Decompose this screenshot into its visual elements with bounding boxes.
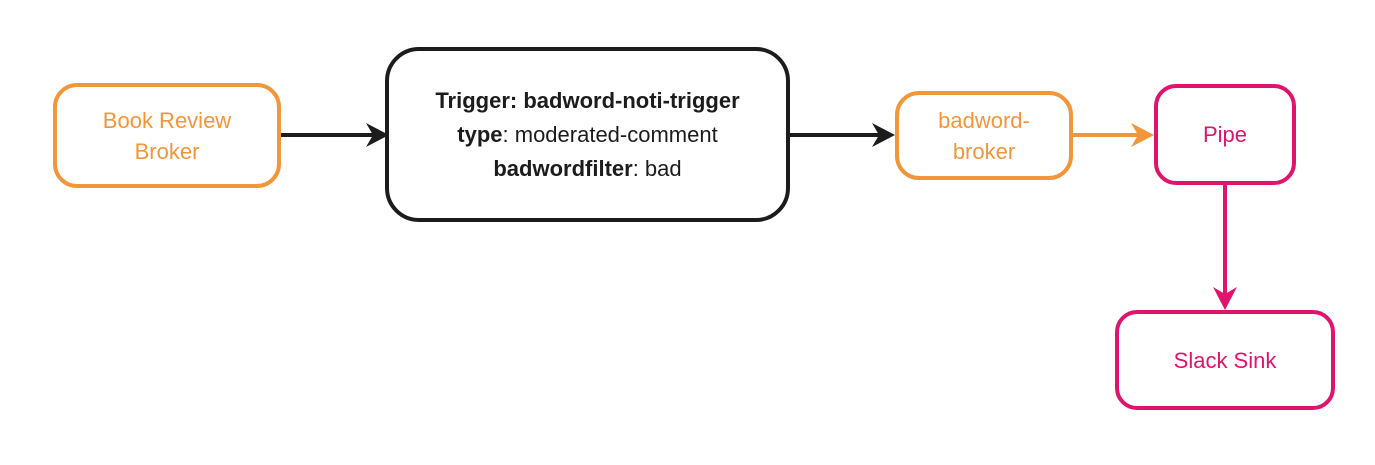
node-book-review-broker-label: Book Review Broker (102, 107, 232, 164)
arrow-trigger-to-badword-broker-icon (790, 123, 895, 147)
trigger-line-3: badwordfilter: bad (493, 155, 682, 181)
node-badword-broker: badword-broker (895, 91, 1073, 180)
node-slack-sink-label: Slack Sink (1173, 347, 1277, 373)
node-trigger: Trigger: badword-noti-trigger type: mode… (385, 47, 790, 222)
node-slack-sink: Slack Sink (1115, 310, 1335, 410)
node-book-review-broker: Book Review Broker (53, 83, 281, 188)
trigger-line-1: Trigger: badword-noti-trigger (435, 87, 740, 113)
arrow-broker-to-trigger-icon (281, 123, 389, 147)
trigger-line-2: type: moderated-comment (457, 121, 718, 147)
node-pipe-label: Pipe (1202, 122, 1248, 147)
arrow-pipe-to-slack-sink-icon (1213, 185, 1237, 310)
node-badword-broker-label: badword-broker (938, 107, 1030, 164)
node-pipe: Pipe (1154, 84, 1296, 185)
arrow-badword-broker-to-pipe-icon (1073, 123, 1154, 147)
